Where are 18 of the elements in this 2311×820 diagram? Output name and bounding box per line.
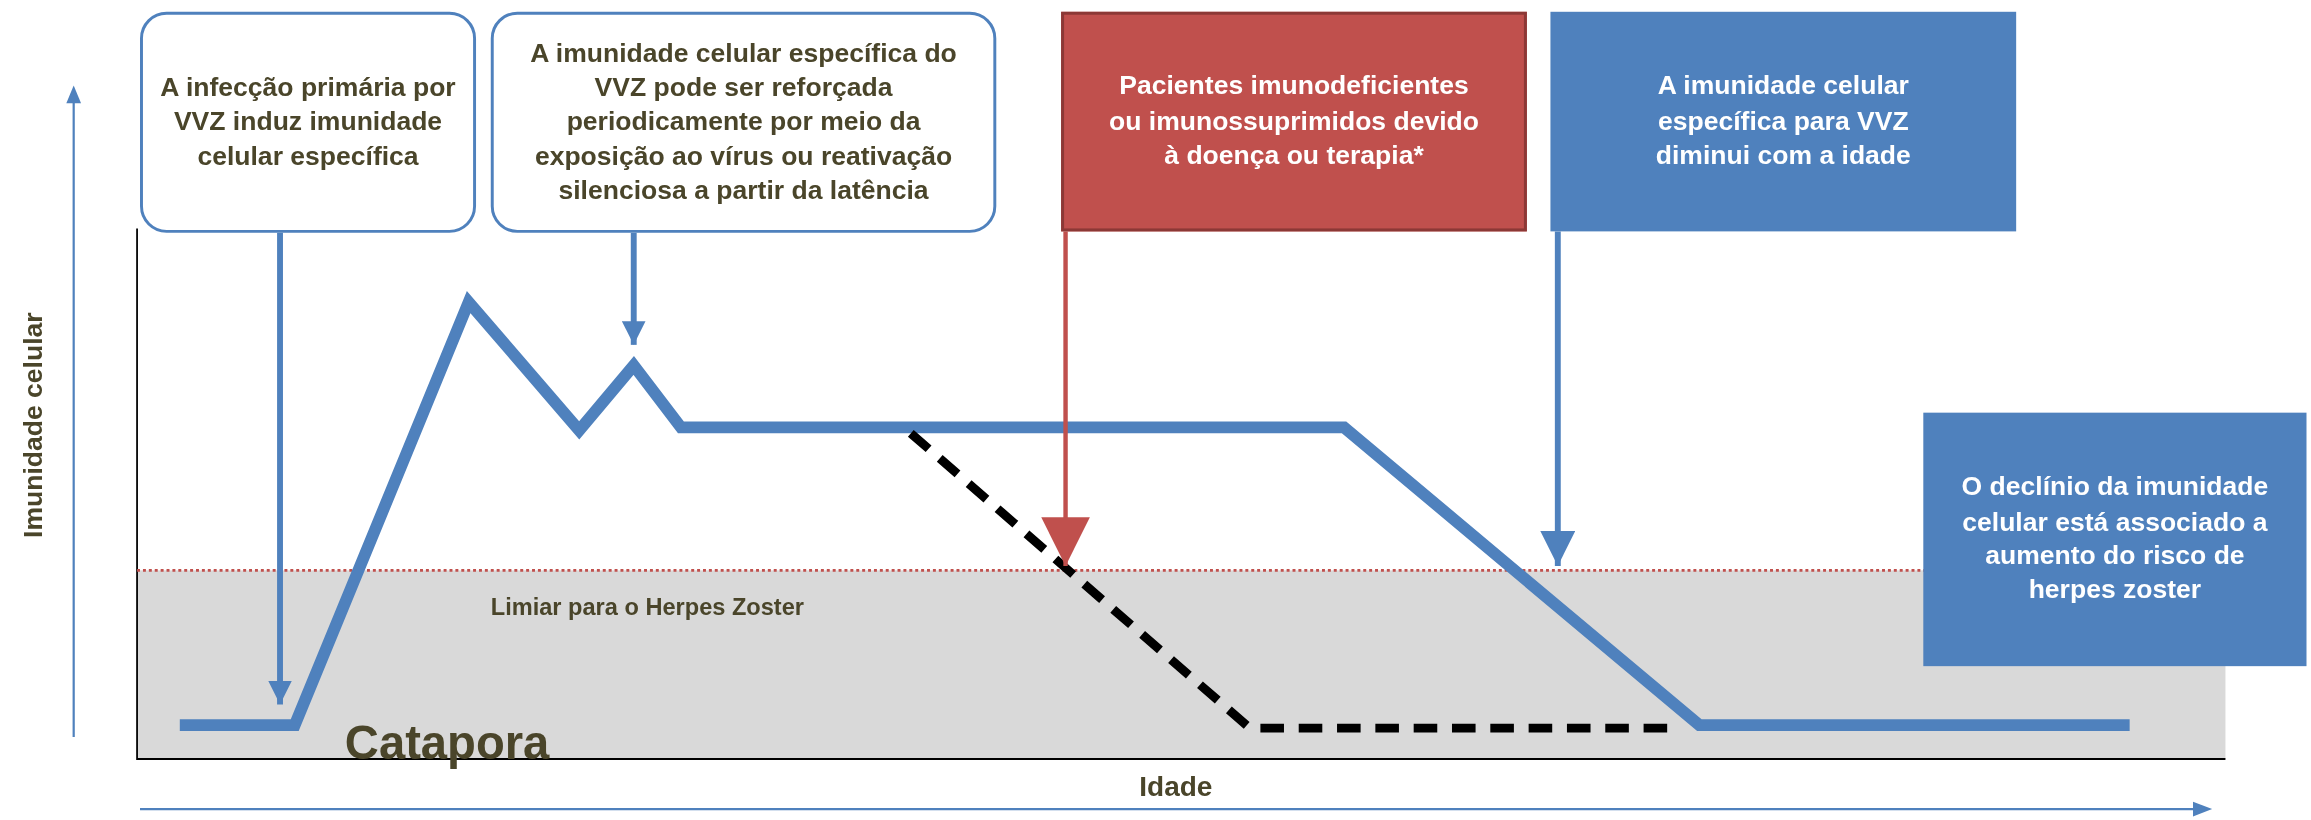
callout-box [1061, 11, 1527, 232]
region-label: Catapora [344, 715, 550, 772]
callout-text: O declínio da imunidade celular está associado a aumento do risco de herpes zoster [1960, 470, 2270, 607]
callout-text: Pacientes imunodeficientes ou imunossuprimidos devido à doença ou terapia* [1108, 70, 1480, 172]
leader-arrow [621, 232, 646, 345]
callout-text: A imunidade celular específica para VVZ diminui com a idade [1654, 70, 1912, 172]
leader-arrow [1041, 231, 1090, 566]
callout-box [140, 11, 477, 233]
axis-label: Idade [1139, 769, 1213, 804]
callout-box [1923, 412, 2307, 667]
leader-arrow [1540, 231, 1576, 566]
callout-box [490, 11, 997, 233]
leader-arrow [268, 232, 292, 705]
threshold-label: Limiar para o Herpes Zoster [490, 592, 804, 622]
callout-box [1550, 11, 2017, 232]
callout-text: A imunidade celular específica do VVZ pode ser reforçada periodicamente por meio da exposição ao vírus ou reativação silenciosa a partir da latência [529, 36, 958, 207]
callout-text: A infecção primária por VVZ induz imunidade celular específica [159, 71, 457, 173]
axis-label: Imunidade celular [17, 311, 49, 540]
